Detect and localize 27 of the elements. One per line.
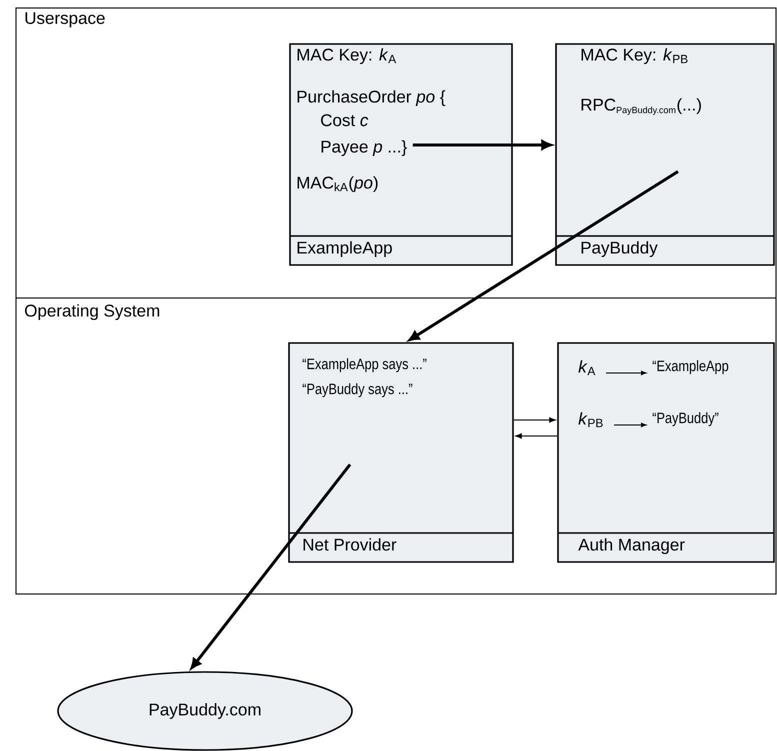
box-text: Cost c bbox=[321, 114, 368, 126]
component-name: PayBuddy bbox=[582, 241, 658, 258]
box-text: “PayBuddy says ...” bbox=[302, 383, 412, 398]
box-text: MAC$_{kA}$(po) bbox=[298, 176, 378, 192]
component-box bbox=[555, 43, 775, 266]
box-text: “ExampleApp bbox=[652, 360, 728, 374]
component-name: Auth Manager bbox=[578, 538, 685, 554]
component-name: ExampleApp bbox=[298, 241, 392, 258]
arrow bbox=[515, 433, 558, 439]
box-text: $\mbox{RPC}_{\mbox{\small PayBuddy.com}}\mbox{(...)}$ bbox=[582, 98, 701, 115]
arrow bbox=[190, 464, 352, 669]
band-title: Operating System bbox=[25, 304, 160, 320]
component-box bbox=[288, 342, 514, 563]
component-name: Net Provider bbox=[304, 538, 396, 551]
arrow bbox=[408, 170, 679, 341]
component-box bbox=[557, 342, 775, 563]
box-text: PurchaseOrder po { bbox=[298, 90, 446, 106]
band-title: Userspace bbox=[26, 12, 105, 28]
box-text: Payee p ...} bbox=[322, 140, 407, 156]
box-text: k$_{PB}$ bbox=[578, 412, 603, 428]
arrow bbox=[513, 417, 556, 423]
box-text: “ExampleApp says ...” bbox=[302, 358, 426, 372]
box-text: “PayBuddy” bbox=[652, 412, 718, 426]
component-box bbox=[289, 43, 513, 266]
box-text: k$_{A}$ bbox=[578, 360, 596, 376]
box-text: MAC Key: k$_{PB}$ bbox=[582, 48, 688, 64]
box-text: MAC Key: k$_{A}$ bbox=[298, 48, 396, 64]
